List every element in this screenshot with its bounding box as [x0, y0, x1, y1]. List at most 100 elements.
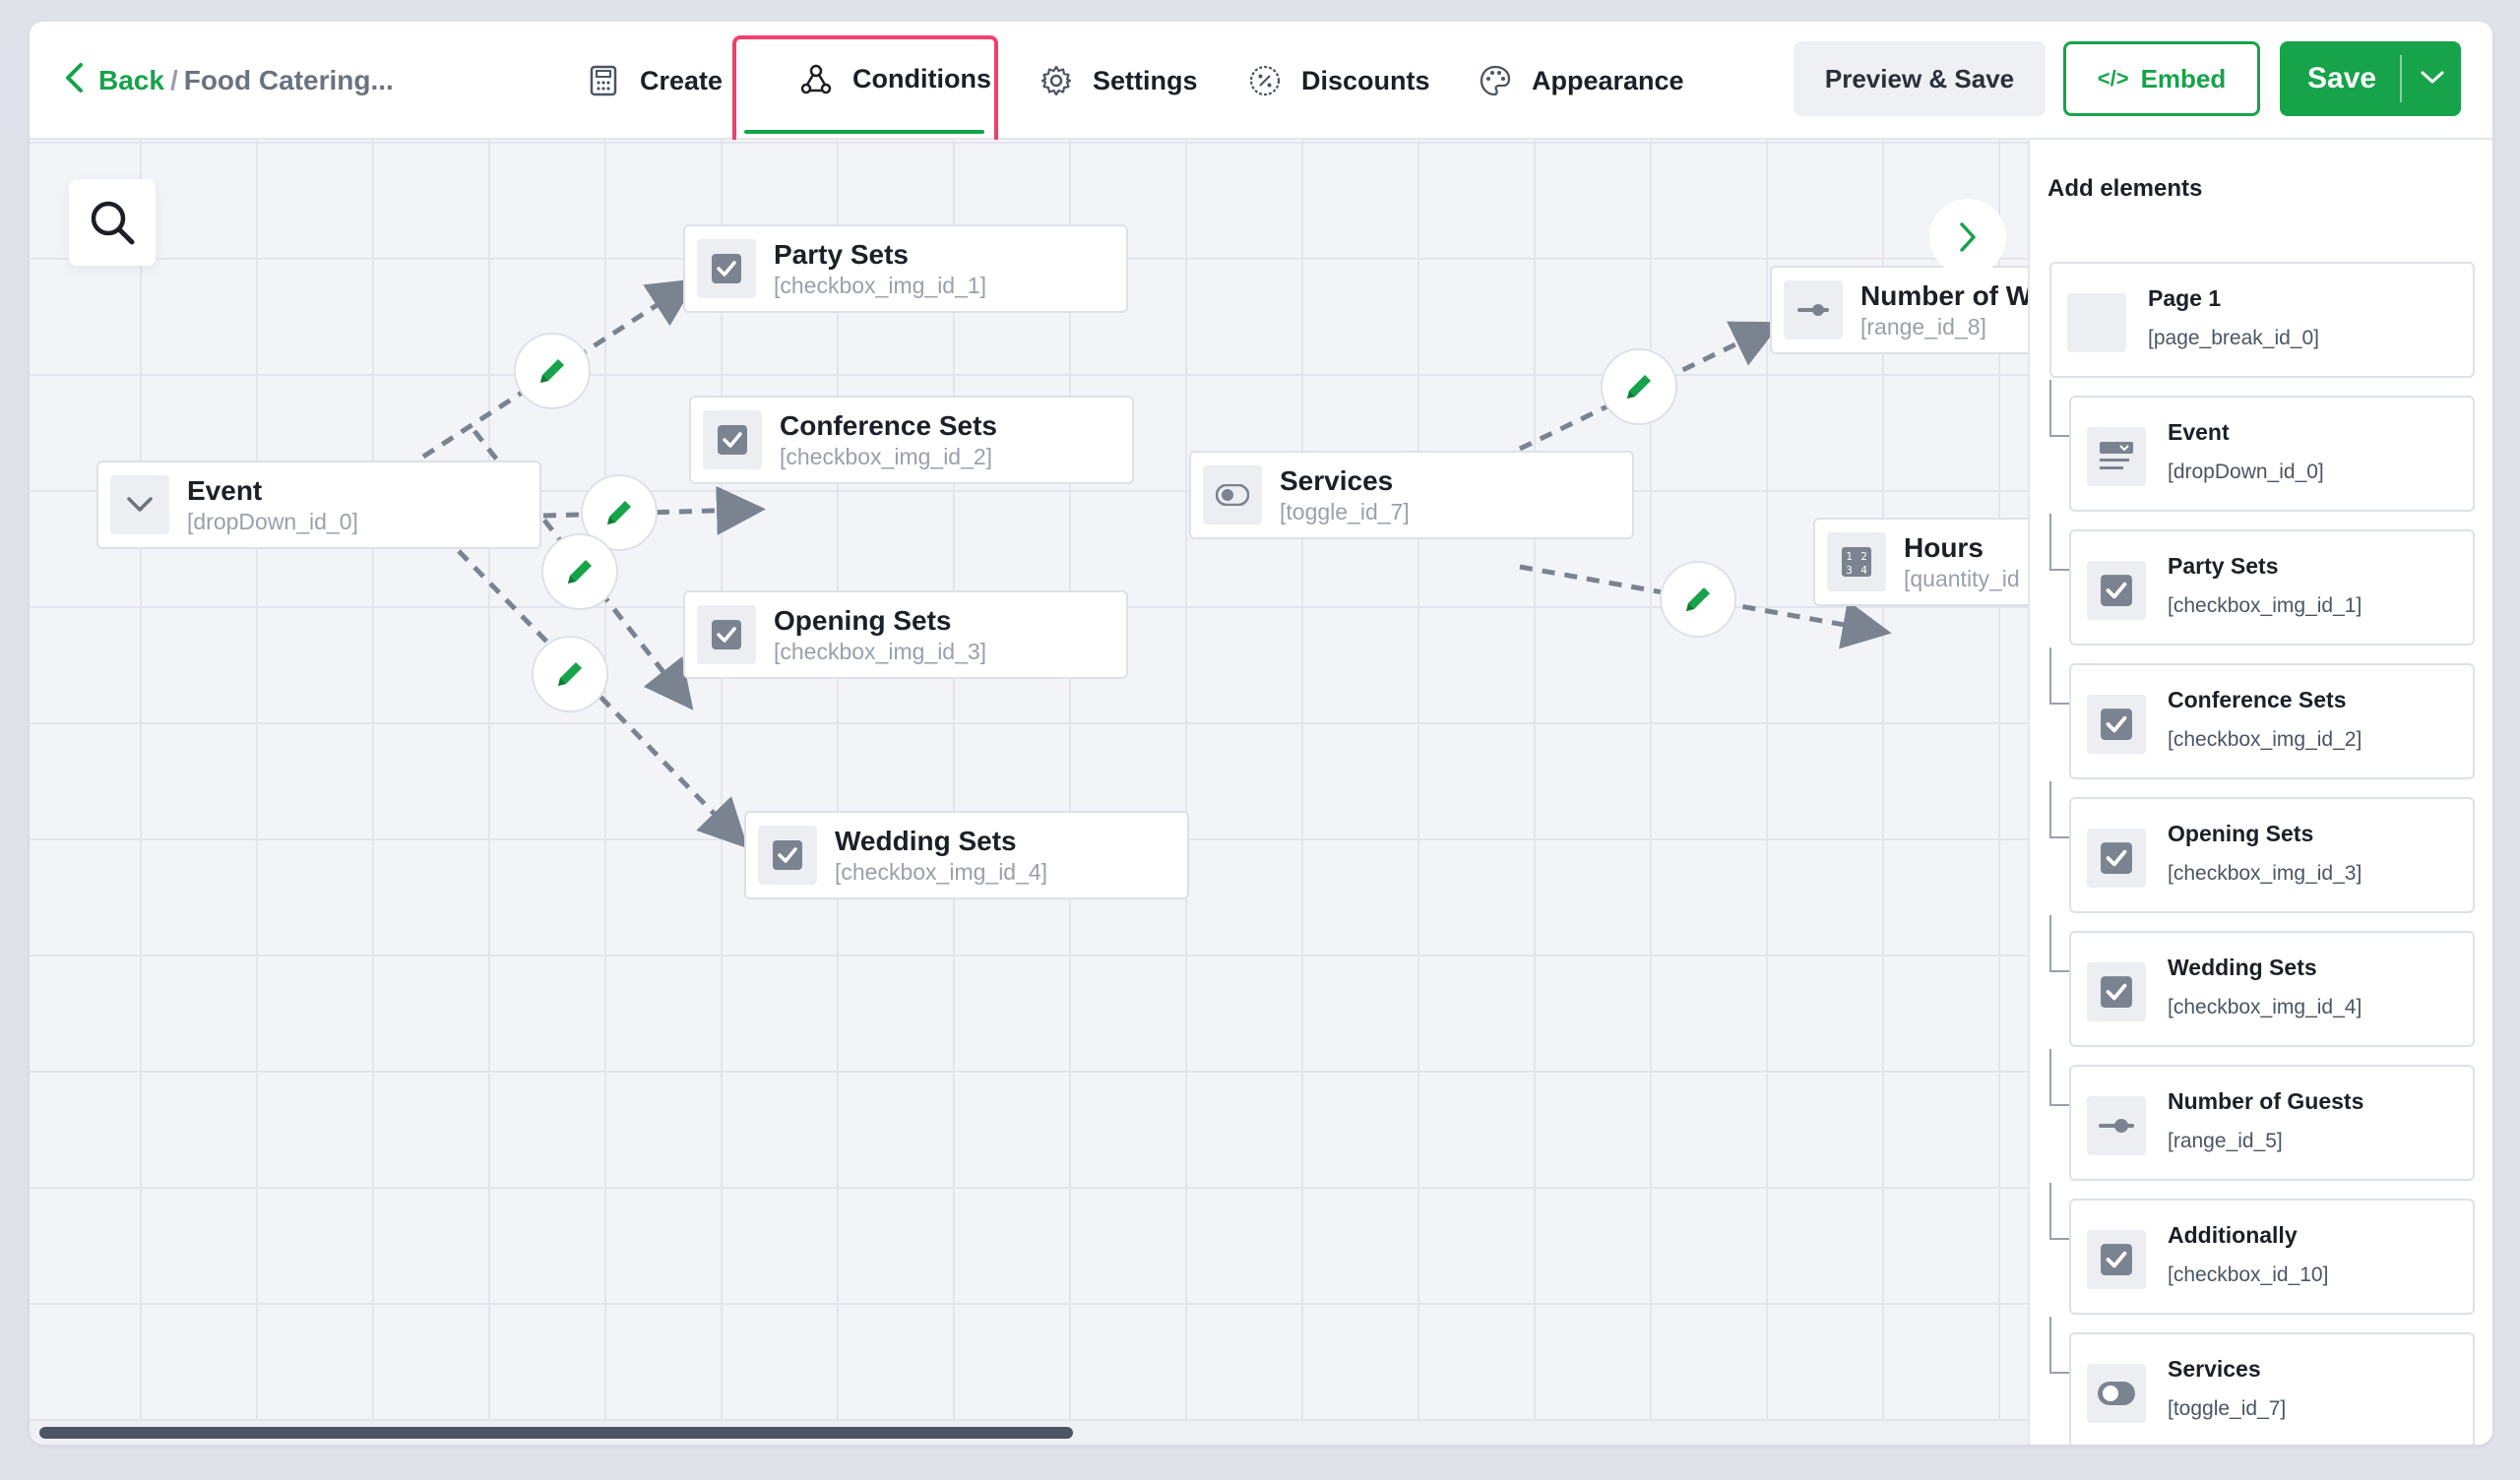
- edit-condition-button[interactable]: [1660, 561, 1736, 638]
- element-title: Number of Guests: [2168, 1088, 2364, 1114]
- slider-icon: [1784, 280, 1843, 339]
- tab-discounts[interactable]: Discounts: [1248, 57, 1430, 104]
- calculator-icon: [587, 64, 620, 97]
- tab-discounts-label: Discounts: [1301, 65, 1430, 95]
- tree-connector: [2049, 1317, 2069, 1374]
- checkbox-icon: [2087, 829, 2146, 888]
- back-link[interactable]: Back: [98, 65, 164, 95]
- breadcrumb: Back / Food Catering...: [63, 59, 394, 102]
- tab-create-label: Create: [640, 65, 724, 95]
- node-title: Conference Sets: [780, 410, 997, 441]
- save-options-chevron-icon[interactable]: [2416, 61, 2449, 94]
- element-id: [checkbox_id_10]: [2168, 1264, 2329, 1286]
- pencil-icon: [607, 501, 631, 524]
- tab-settings[interactable]: Settings: [1040, 57, 1198, 104]
- node-conference-sets[interactable]: Conference Sets [checkbox_img_id_2]: [689, 396, 1134, 484]
- element-card-services[interactable]: Services [toggle_id_7]: [2069, 1332, 2475, 1445]
- checkbox-icon: [2087, 695, 2146, 754]
- preview-save-button[interactable]: Preview & Save: [1794, 41, 2046, 116]
- tab-create[interactable]: Create: [587, 57, 723, 104]
- back-chevron-icon[interactable]: [63, 61, 85, 100]
- element-id: [checkbox_img_id_1]: [2168, 594, 2362, 617]
- add-elements-panel: Add elements Page 1 [page_break_id_0] Ev…: [2028, 140, 2492, 1445]
- pencil-icon: [1627, 375, 1651, 399]
- svg-text:3: 3: [1846, 564, 1853, 577]
- node-id: [toggle_id_7]: [1280, 499, 1410, 524]
- breadcrumb-separator: /: [169, 65, 178, 95]
- chevron-down-icon: [110, 475, 169, 534]
- checkbox-icon: [2087, 962, 2146, 1021]
- element-card-party-sets[interactable]: Party Sets [checkbox_img_id_1]: [2069, 529, 2475, 646]
- checkbox-icon: [2087, 1230, 2146, 1289]
- expand-panel-button[interactable]: [1929, 199, 2006, 276]
- svg-text:1: 1: [1846, 550, 1853, 563]
- element-id: [checkbox_img_id_3]: [2168, 862, 2362, 885]
- edit-condition-button[interactable]: [1601, 348, 1677, 425]
- node-id: [checkbox_img_id_2]: [780, 444, 993, 469]
- node-title: Number of Wa: [1860, 280, 2044, 311]
- pencil-icon: [540, 359, 564, 383]
- save-split-divider: [2400, 55, 2402, 102]
- toggle-icon: [2087, 1364, 2146, 1423]
- node-id: [quantity_id: [1904, 566, 2020, 591]
- edit-condition-button[interactable]: [541, 533, 618, 610]
- edit-condition-button[interactable]: [514, 333, 591, 409]
- element-card-conference-sets[interactable]: Conference Sets [checkbox_img_id_2]: [2069, 663, 2475, 779]
- node-id: [dropDown_id_0]: [187, 509, 358, 534]
- checkbox-icon: [697, 239, 756, 298]
- checkbox-icon: [2087, 561, 2146, 620]
- element-title: Additionally: [2168, 1222, 2298, 1248]
- tree-connector: [2049, 1183, 2069, 1240]
- dropdown-icon: [2087, 427, 2146, 486]
- element-title: Conference Sets: [2168, 687, 2347, 712]
- node-title: Services: [1280, 465, 1394, 496]
- element-card-event[interactable]: Event [dropDown_id_0]: [2069, 396, 2475, 512]
- canvas-search-button[interactable]: [69, 179, 156, 266]
- node-id: [checkbox_img_id_4]: [835, 859, 1048, 885]
- tree-connector: [2049, 915, 2069, 972]
- node-event[interactable]: Event [dropDown_id_0]: [96, 461, 541, 549]
- pencil-icon: [568, 560, 592, 584]
- node-number-of-waiters[interactable]: Number of Wa [range_id_8]: [1770, 266, 2046, 354]
- embed-button[interactable]: </> Embed: [2063, 41, 2260, 116]
- tree-connector: [2049, 781, 2069, 838]
- pencil-icon: [1686, 587, 1710, 611]
- element-title: Event: [2168, 419, 2230, 445]
- checkbox-icon: [703, 410, 762, 469]
- node-wedding-sets[interactable]: Wedding Sets [checkbox_img_id_4]: [744, 811, 1189, 899]
- app-window: Back / Food Catering... Create Condition…: [30, 22, 2492, 1445]
- element-id: [page_break_id_0]: [2148, 327, 2319, 349]
- palette-icon: [1479, 64, 1512, 97]
- conditions-canvas[interactable]: Event [dropDown_id_0] Party Sets [checkb…: [30, 140, 2049, 1445]
- tree-connector: [2049, 380, 2069, 437]
- node-id: [checkbox_img_id_1]: [774, 273, 987, 298]
- page-icon: [2067, 293, 2126, 352]
- tab-conditions[interactable]: Conditions: [799, 55, 991, 102]
- element-card-wedding-sets[interactable]: Wedding Sets [checkbox_img_id_4]: [2069, 931, 2475, 1047]
- element-title: Wedding Sets: [2168, 955, 2317, 980]
- horizontal-scrollbar-thumb[interactable]: [39, 1427, 1073, 1439]
- tab-appearance[interactable]: Appearance: [1479, 57, 1684, 104]
- element-card-additionally[interactable]: Additionally [checkbox_id_10]: [2069, 1199, 2475, 1315]
- element-card-page-1[interactable]: Page 1 [page_break_id_0]: [2049, 262, 2475, 378]
- element-card-opening-sets[interactable]: Opening Sets [checkbox_img_id_3]: [2069, 797, 2475, 913]
- slider-icon: [2087, 1096, 2146, 1155]
- form-name-breadcrumb[interactable]: Food Catering...: [183, 65, 394, 95]
- edge-event-party: [421, 278, 698, 460]
- element-title: Page 1: [2148, 285, 2222, 311]
- node-title: Hours: [1904, 532, 1984, 563]
- element-card-number-of-guests[interactable]: Number of Guests [range_id_5]: [2069, 1065, 2475, 1181]
- element-id: [dropDown_id_0]: [2168, 461, 2324, 483]
- node-title: Wedding Sets: [835, 826, 1017, 856]
- node-opening-sets[interactable]: Opening Sets [checkbox_img_id_3]: [683, 590, 1128, 679]
- node-title: Event: [187, 475, 263, 506]
- edit-condition-button[interactable]: [532, 636, 608, 712]
- node-party-sets[interactable]: Party Sets [checkbox_img_id_1]: [683, 224, 1128, 313]
- save-button[interactable]: Save: [2280, 41, 2461, 116]
- element-title: Services: [2168, 1356, 2261, 1382]
- node-services[interactable]: Services [toggle_id_7]: [1189, 451, 1634, 539]
- embed-button-label: Embed: [2140, 63, 2227, 93]
- checkbox-icon: [758, 826, 817, 885]
